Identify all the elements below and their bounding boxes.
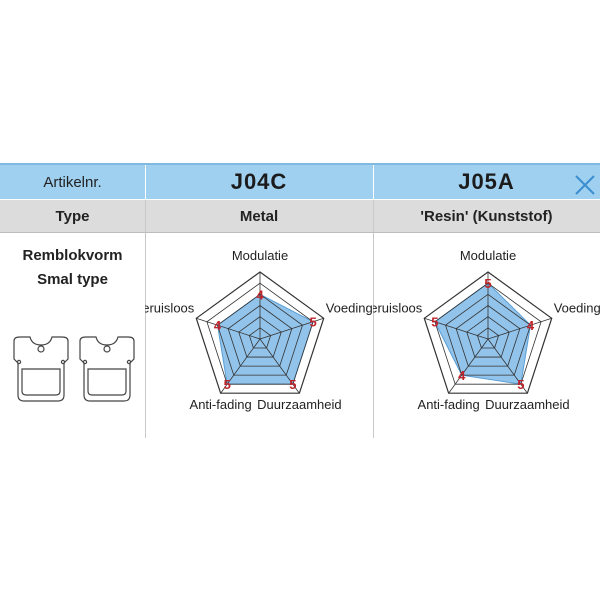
- radar-value-label: 5: [289, 377, 296, 392]
- type-divider: [145, 200, 146, 232]
- type-divider: [373, 200, 374, 232]
- radar-grid-ring: [466, 316, 510, 358]
- radar-spoke: [448, 338, 489, 394]
- radar-grid-ring: [476, 327, 500, 349]
- radar-value-label: 4: [214, 318, 222, 333]
- radar-value-label: 4: [458, 368, 466, 383]
- radar-grid-ring: [238, 316, 282, 358]
- type-label: Type: [55, 207, 90, 225]
- radar-value-label: 4: [527, 318, 535, 333]
- radar-value-label: 5: [484, 276, 491, 291]
- radar-spoke: [259, 338, 300, 394]
- radar-axis-label: Duurzaamheid: [257, 397, 342, 412]
- radar-spoke: [487, 338, 528, 394]
- type-value-cell: 'Resin' (Kunststof): [373, 200, 600, 232]
- radar-axis-label: Anti-fading: [190, 397, 252, 412]
- radar-value-label: 4: [256, 287, 264, 302]
- type-label-cell: Type: [0, 200, 145, 232]
- radar-grid-ring: [248, 327, 272, 349]
- radar-spoke: [259, 317, 324, 340]
- radar-grid-ring: [206, 282, 314, 385]
- radar-axis-label: Modulatie: [232, 248, 288, 263]
- radar-spoke: [196, 317, 261, 340]
- radar-spoke: [487, 317, 552, 340]
- body-divider: [373, 233, 374, 438]
- radar-value-label: 5: [517, 377, 524, 392]
- type-row: Type Metal 'Resin' (Kunststof): [0, 200, 600, 233]
- type-value: 'Resin' (Kunststof): [420, 207, 553, 225]
- radar-spoke: [424, 317, 489, 340]
- header-row: Artikelnr. J04C J05A: [0, 163, 600, 200]
- radar-grid-ring: [455, 305, 521, 367]
- product-code: J05A: [458, 169, 515, 194]
- product-code-cell: J04C: [145, 165, 373, 199]
- radar-value-label: 5: [309, 315, 316, 330]
- product-code-cell: J05A: [373, 165, 600, 199]
- radar-axis-label: Voeding: [326, 300, 373, 315]
- radar-spoke: [220, 338, 261, 394]
- body-divider: [145, 233, 146, 438]
- shape-type-label: Smal type: [37, 271, 108, 288]
- radar-grid-ring: [227, 305, 293, 367]
- close-icon[interactable]: [574, 174, 596, 196]
- radar-axis-label: Duurzaamheid: [485, 397, 570, 412]
- radar-value-label: 5: [224, 377, 231, 392]
- radar-axis-label: Anti-fading: [418, 397, 480, 412]
- brake-pad-shape-image: [13, 336, 135, 402]
- type-value-cell: Metal: [145, 200, 373, 232]
- radar-value-label: 5: [431, 315, 438, 330]
- radar-grid-ring: [434, 282, 542, 385]
- radar-axis-label: Geruisloos: [145, 300, 195, 315]
- header-divider: [145, 165, 146, 199]
- radar-grid-ring: [445, 293, 531, 376]
- radar-axis-label: Geruisloos: [373, 300, 423, 315]
- header-label: Artikelnr.: [43, 173, 102, 191]
- radar-axis-label: Voeding: [554, 300, 600, 315]
- type-value: Metal: [239, 207, 279, 225]
- header-divider: [373, 165, 374, 199]
- product-code: J04C: [230, 169, 288, 194]
- comparison-table: Artikelnr. J04C J05A Type Metal 'Resin' …: [0, 163, 600, 438]
- radar-axis-label: Modulatie: [460, 248, 516, 263]
- header-label-cell: Artikelnr.: [0, 165, 145, 199]
- radar-grid-ring: [217, 293, 303, 376]
- shape-label: Remblokvorm: [22, 247, 123, 264]
